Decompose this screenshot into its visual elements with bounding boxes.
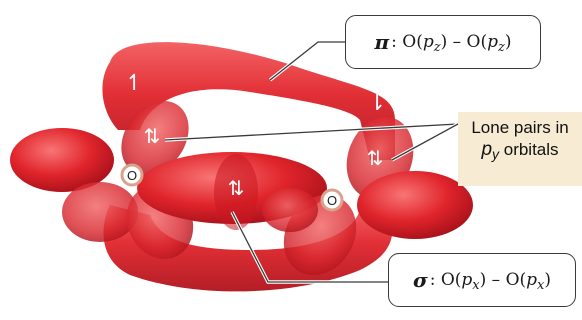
lone-pair-left-electrons: ⇅ xyxy=(144,124,161,148)
pi-colon-text: : O( xyxy=(391,32,423,52)
left-py-lobe-lower xyxy=(62,182,138,242)
sigma-colon-text: : O( xyxy=(430,270,462,290)
lone-pairs-line1: Lone pairs in xyxy=(458,117,582,139)
lone-pair-right-electrons: ⇅ xyxy=(367,146,384,170)
lone-pairs-line2: py orbitals xyxy=(458,139,582,161)
lone-pairs-callout: Lone pairs in py orbitals xyxy=(458,112,582,186)
pi-right-p: p xyxy=(487,32,498,52)
pi-symbol: π xyxy=(375,30,390,54)
right-px-lobe-inner xyxy=(262,188,318,232)
pi-left-p: p xyxy=(423,32,434,52)
lone-pair-leader-left-core xyxy=(165,124,458,140)
right-px-lobe-outer xyxy=(357,171,473,239)
sigma-right-p: p xyxy=(526,270,537,290)
sigma-symbol: σ xyxy=(413,268,428,292)
lone-pairs-subscript: y xyxy=(492,146,499,162)
sigma-left-subscript: x xyxy=(472,278,479,293)
pi-electron-down: ⇂ xyxy=(368,91,386,116)
lone-pairs-rest: orbitals xyxy=(499,140,559,159)
pi-right-subscript: z xyxy=(498,40,505,55)
sigma-mid-text: ) – O( xyxy=(480,270,527,290)
pi-mid-text: ) – O( xyxy=(441,32,488,52)
sigma-left-p: p xyxy=(461,270,472,290)
sigma-electrons: ⇅ xyxy=(228,176,245,200)
lone-pairs-p: p xyxy=(481,139,492,160)
sigma-right-subscript: x xyxy=(537,278,544,293)
pi-left-subscript: z xyxy=(434,40,441,55)
sigma-end-text: ) xyxy=(544,270,551,290)
pi-end-text: ) xyxy=(505,32,512,52)
oxygen-atom-right-label: O xyxy=(327,193,337,208)
oxygen-atom-left-label: O xyxy=(127,168,137,183)
pi-electron-up: ↿ xyxy=(125,71,143,96)
